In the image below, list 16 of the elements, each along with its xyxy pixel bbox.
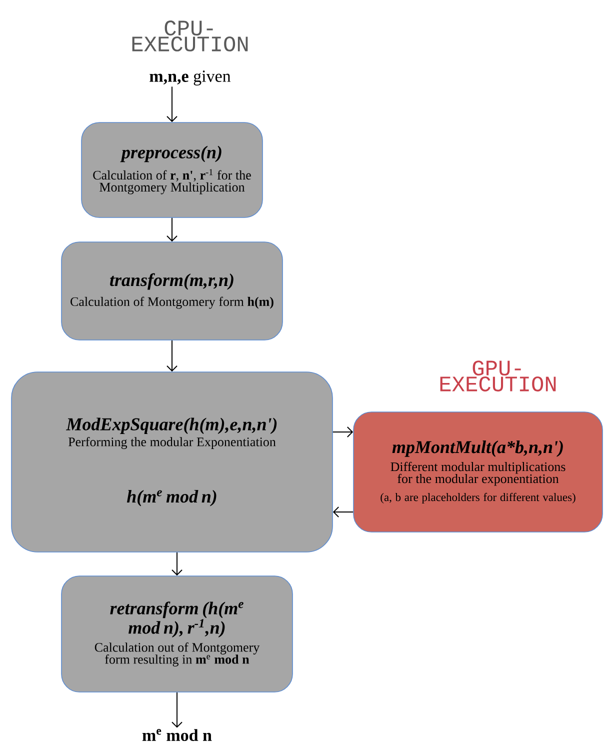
arrow <box>166 217 178 242</box>
arrow <box>332 426 354 438</box>
section-heading: GPU-EXECUTION <box>440 360 556 392</box>
process-box: ModExpSquare(h(m),e,n,n') Performing the modular Exponentiation h(m$^{e}$ mod n) <box>11 372 333 552</box>
arrow <box>172 552 182 576</box>
process-box: preprocess(n) Calculation of r, n', r$^{-1}$ for the Montgomery Multiplication <box>81 122 263 218</box>
arrow <box>166 340 178 372</box>
input-text: m,n,e given <box>150 70 231 86</box>
result-text: m$^{e}$ mod n <box>142 729 212 742</box>
section-heading: CPU-EXECUTION <box>132 20 248 52</box>
process-box: mpMontMult(a*b,n,n') Different modular multiplications for the modular exponentiation (a, b are placeholders for different values) <box>353 412 603 532</box>
process-box: transform(m,r,n) Calculation of Montgomery form h(m) <box>61 242 283 340</box>
arrow <box>332 506 354 518</box>
arrow <box>172 692 182 728</box>
arrow <box>166 86 178 122</box>
process-box: retransform (h(m$^{e}$ mod n), r$^{-1}$,n) Calculation out of Montgomery form resulting in m$^{e}$ mod n <box>61 576 293 692</box>
